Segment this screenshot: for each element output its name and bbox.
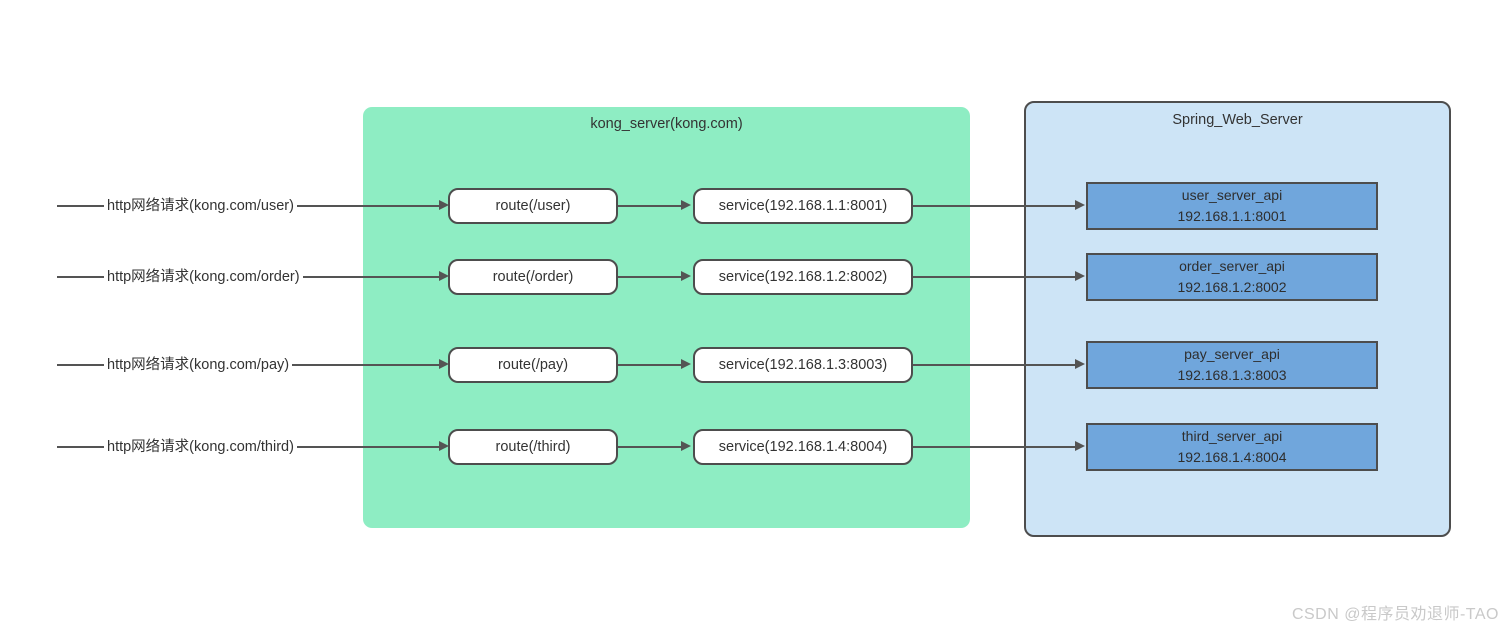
- route-to-service-arrow-line: [618, 364, 682, 366]
- api-server-name: pay_server_api: [1184, 346, 1280, 362]
- request-arrowhead-icon: [439, 441, 449, 451]
- api-server-node: third_server_api 192.168.1.4:8004: [1086, 423, 1378, 471]
- service-to-api-arrow-line: [913, 446, 1076, 448]
- http-request-label: http网络请求(kong.com/pay): [104, 354, 293, 376]
- route-node: route(/third): [448, 429, 618, 465]
- service-to-api-arrowhead-icon: [1075, 271, 1085, 281]
- api-server-name: user_server_api: [1181, 187, 1283, 203]
- request-arrowhead-icon: [439, 200, 449, 210]
- api-server-address: 192.168.1.2:8002: [1177, 279, 1287, 295]
- route-to-service-arrowhead-icon: [681, 200, 691, 210]
- request-arrowhead-icon: [439, 271, 449, 281]
- service-node: service(192.168.1.4:8004): [693, 429, 913, 465]
- spring-web-server-panel-title: Spring_Web_Server: [1172, 112, 1303, 128]
- http-request-label: http网络请求(kong.com/third): [104, 436, 297, 458]
- service-node: service(192.168.1.3:8003): [693, 347, 913, 383]
- api-server-address: 192.168.1.4:8004: [1177, 449, 1287, 465]
- service-to-api-arrowhead-icon: [1075, 359, 1085, 369]
- api-server-name: third_server_api: [1181, 428, 1283, 444]
- route-to-service-arrow-line: [618, 205, 682, 207]
- spring-web-server-panel: Spring_Web_Server: [1024, 101, 1451, 537]
- route-node: route(/order): [448, 259, 618, 295]
- api-server-node: order_server_api 192.168.1.2:8002: [1086, 253, 1378, 301]
- api-server-address: 192.168.1.3:8003: [1177, 367, 1287, 383]
- route-to-service-arrowhead-icon: [681, 441, 691, 451]
- kong-server-panel-title: kong_server(kong.com): [590, 116, 743, 132]
- route-to-service-arrowhead-icon: [681, 359, 691, 369]
- service-to-api-arrow-line: [913, 276, 1076, 278]
- api-server-node: user_server_api 192.168.1.1:8001: [1086, 182, 1378, 230]
- route-node: route(/user): [448, 188, 618, 224]
- service-node: service(192.168.1.2:8002): [693, 259, 913, 295]
- service-node: service(192.168.1.1:8001): [693, 188, 913, 224]
- route-node: route(/pay): [448, 347, 618, 383]
- api-server-name: order_server_api: [1179, 258, 1285, 274]
- api-server-address: 192.168.1.1:8001: [1177, 208, 1287, 224]
- service-to-api-arrowhead-icon: [1075, 441, 1085, 451]
- http-request-label: http网络请求(kong.com/user): [104, 195, 297, 217]
- csdn-watermark: CSDN @程序员劝退师-TAO: [1291, 606, 1499, 623]
- http-request-label: http网络请求(kong.com/order): [104, 266, 303, 288]
- api-server-node: pay_server_api 192.168.1.3:8003: [1086, 341, 1378, 389]
- request-arrowhead-icon: [439, 359, 449, 369]
- route-to-service-arrow-line: [618, 276, 682, 278]
- route-to-service-arrowhead-icon: [681, 271, 691, 281]
- service-to-api-arrowhead-icon: [1075, 200, 1085, 210]
- route-to-service-arrow-line: [618, 446, 682, 448]
- service-to-api-arrow-line: [913, 364, 1076, 366]
- service-to-api-arrow-line: [913, 205, 1076, 207]
